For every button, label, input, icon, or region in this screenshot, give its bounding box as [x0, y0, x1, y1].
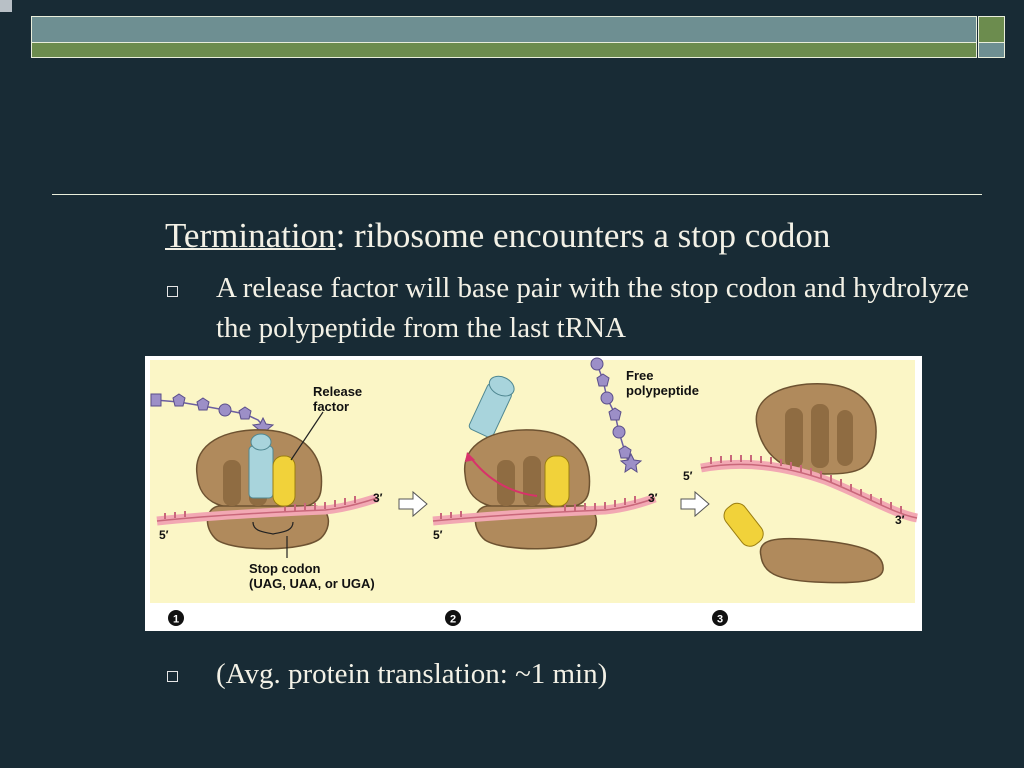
step3-three-prime: 3′	[895, 513, 905, 527]
header-bar-top	[31, 16, 977, 43]
step-marker-3: 3	[712, 610, 728, 626]
term-termination: Termination	[165, 216, 336, 255]
bullet-termination: Termination: ribosome encounters a stop …	[165, 214, 830, 258]
step1-panel: Release factor Stop codon (UAG, UAA, or …	[150, 384, 383, 591]
termination-diagram: Release factor Stop codon (UAG, UAA, or …	[145, 356, 922, 631]
label-free-2: polypeptide	[626, 383, 699, 398]
label-stop-codon-2: (UAG, UAA, or UGA)	[249, 576, 375, 591]
step2-free-trna	[468, 375, 515, 438]
step2-free-polypeptide	[590, 357, 643, 474]
label-free-1: Free	[626, 368, 653, 383]
label-stop-codon-1: Stop codon	[249, 561, 321, 576]
step-arrow-2	[680, 490, 710, 518]
step-arrow-1	[398, 490, 428, 518]
step2-three-prime: 3′	[648, 491, 658, 505]
step1-five-prime: 5′	[159, 528, 169, 542]
bullet-avg-translation-time: (Avg. protein translation: ~1 min)	[216, 658, 608, 690]
title-divider	[52, 194, 982, 195]
header-bar-bottom	[31, 42, 977, 58]
step3-small-subunit	[759, 537, 884, 584]
step2-panel: Free polypeptide 5′ 3′	[432, 357, 699, 550]
sub-bullet-hollow-square-icon	[167, 286, 178, 297]
step3-panel: 5′ 3′	[683, 383, 918, 584]
step2-ribosome	[464, 429, 598, 550]
step1-three-prime: 3′	[373, 491, 383, 505]
header-square-top	[978, 16, 1005, 43]
step-number-2: 2	[450, 614, 456, 626]
step-marker-1: 1	[168, 610, 184, 626]
step1-release-factor	[272, 455, 296, 507]
step-number-1: 1	[173, 614, 179, 626]
bullet-square-icon	[0, 0, 12, 12]
step3-release-factor	[723, 502, 764, 547]
step3-mrna	[700, 455, 918, 523]
step-marker-2: 2	[445, 610, 461, 626]
stop-codon-bracket	[252, 521, 294, 535]
step2-mrna	[432, 493, 657, 526]
termination-description: : ribosome encounters a stop codon	[335, 216, 831, 255]
label-release-1: Release	[313, 384, 362, 399]
step1-trna	[248, 433, 274, 499]
step-number-3: 3	[717, 614, 723, 626]
step2-five-prime: 5′	[433, 528, 443, 542]
release-factor-pointer	[290, 411, 324, 461]
step2-exit-arrow	[470, 457, 538, 497]
step3-five-prime: 5′	[683, 469, 693, 483]
header-square-bottom	[978, 42, 1005, 58]
step2-release-factor	[544, 455, 570, 507]
label-release-2: factor	[313, 399, 349, 414]
sub-bullet-hollow-square-icon	[167, 671, 178, 682]
step1-mrna	[156, 493, 379, 526]
bullet-release-factor: A release factor will base pair with the…	[216, 272, 969, 344]
